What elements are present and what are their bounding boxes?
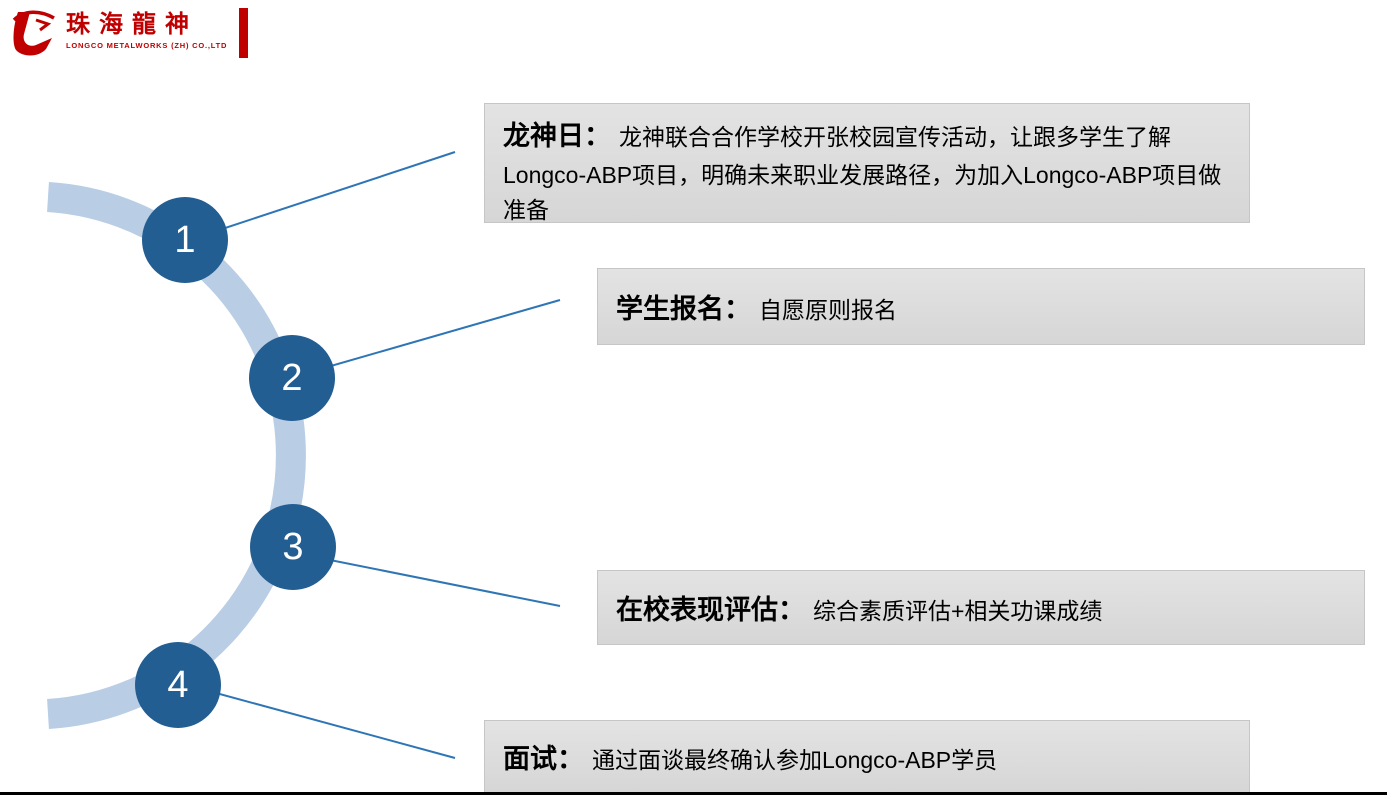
step-description: 通过面谈最终确认参加Longco-ABP学员 <box>592 747 998 773</box>
step-circle-1: 1 <box>142 197 228 283</box>
step-text: 在校表现评估： 综合素质评估+相关功课成绩 <box>616 588 1102 627</box>
step-text: 学生报名： 自愿原则报名 <box>616 287 897 326</box>
step-number: 3 <box>282 525 304 568</box>
dragon-logo-icon <box>10 8 58 58</box>
step-label: 面试： <box>503 744 584 774</box>
step-description: 龙神联合合作学校开张校园宣传活动，让跟多学生了解Longco-ABP项目，明确未… <box>503 124 1222 224</box>
step-description: 综合素质评估+相关功课成绩 <box>813 598 1103 624</box>
logo-text-block: 珠海龍神 LONGCO METALWORKS (ZH) CO.,LTD <box>66 8 227 50</box>
connector-line-1 <box>209 151 456 234</box>
step-number: 2 <box>281 356 303 399</box>
step-circle-2: 2 <box>249 335 335 421</box>
step-box-4: 面试： 通过面谈最终确认参加Longco-ABP学员 <box>484 720 1250 793</box>
logo-group: 珠海龍神 LONGCO METALWORKS (ZH) CO.,LTD <box>10 8 249 58</box>
step-number: 1 <box>174 218 196 261</box>
step-box-3: 在校表现评估： 综合素质评估+相关功课成绩 <box>597 570 1365 645</box>
step-label: 在校表现评估： <box>616 595 805 625</box>
step-box-1: 龙神日：龙神联合合作学校开张校园宣传活动，让跟多学生了解Longco-ABP项目… <box>484 103 1250 223</box>
connector-line-3 <box>309 555 561 607</box>
step-label: 学生报名： <box>616 294 751 324</box>
connector-line-4 <box>204 689 456 759</box>
step-number: 4 <box>167 663 189 706</box>
step-box-2: 学生报名： 自愿原则报名 <box>597 268 1365 345</box>
step-circle-4: 4 <box>135 642 221 728</box>
slide-bottom-border <box>0 792 1387 795</box>
step-circle-3: 3 <box>250 504 336 590</box>
logo-red-bar <box>239 8 249 58</box>
company-subtitle: LONGCO METALWORKS (ZH) CO.,LTD <box>66 41 228 51</box>
step-label: 龙神日： <box>503 121 611 151</box>
company-name: 珠海龍神 <box>66 12 198 38</box>
step-text: 面试： 通过面谈最终确认参加Longco-ABP学员 <box>503 737 997 776</box>
step-description: 自愿原则报名 <box>759 297 897 323</box>
connector-line-2 <box>309 299 561 373</box>
